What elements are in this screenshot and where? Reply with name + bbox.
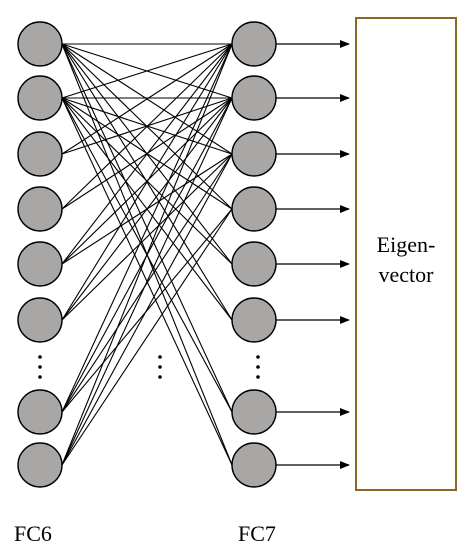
fc7-neuron	[231, 21, 277, 67]
connection-line	[61, 153, 233, 466]
fc7-neuron	[231, 389, 277, 435]
connection-line	[61, 153, 233, 413]
fc7-neuron	[231, 297, 277, 343]
fc7-layer	[231, 21, 277, 488]
connection-lines	[61, 43, 233, 466]
fc6-neuron	[17, 75, 63, 121]
fc7-neuron	[231, 75, 277, 121]
connection-line	[61, 153, 233, 321]
connection-line	[61, 97, 233, 466]
output-arrows	[276, 40, 350, 469]
connection-line	[61, 43, 233, 155]
ellipsis-dot	[38, 375, 42, 379]
ellipsis-dot	[256, 375, 260, 379]
ellipsis-dot	[256, 365, 260, 369]
connection-line	[61, 43, 233, 413]
fc7-neuron	[231, 241, 277, 287]
ellipsis-dot	[38, 365, 42, 369]
fc6-neuron	[17, 186, 63, 232]
connection-line	[61, 43, 233, 99]
fc7-neuron	[231, 131, 277, 177]
connection-line	[61, 43, 233, 210]
connection-line	[61, 208, 233, 466]
eigenvector-label-line1: Eigen-	[377, 232, 436, 257]
eigenvector-label-line2: vector	[379, 262, 435, 287]
fc6-neuron	[17, 241, 63, 287]
ellipsis-dot	[158, 375, 162, 379]
connection-line	[61, 43, 233, 466]
fc6-label: FC6	[14, 521, 52, 546]
fc6-neuron	[17, 389, 63, 435]
connection-line	[61, 153, 233, 265]
ellipsis-dots	[38, 355, 260, 379]
fc6-neuron	[17, 21, 63, 67]
fc6-layer	[17, 21, 63, 488]
ellipsis-dot	[38, 355, 42, 359]
eigenvector-box	[355, 17, 457, 491]
fc6-neuron	[17, 131, 63, 177]
fc7-neuron	[231, 186, 277, 232]
ellipsis-dot	[158, 355, 162, 359]
fc7-label: FC7	[238, 521, 276, 546]
connection-line	[61, 208, 233, 413]
fc7-neuron	[231, 442, 277, 488]
fc6-neuron	[17, 297, 63, 343]
connection-line	[61, 43, 233, 321]
ellipsis-dot	[256, 355, 260, 359]
connection-line	[61, 43, 233, 265]
fc6-neuron	[17, 442, 63, 488]
ellipsis-dot	[158, 365, 162, 369]
